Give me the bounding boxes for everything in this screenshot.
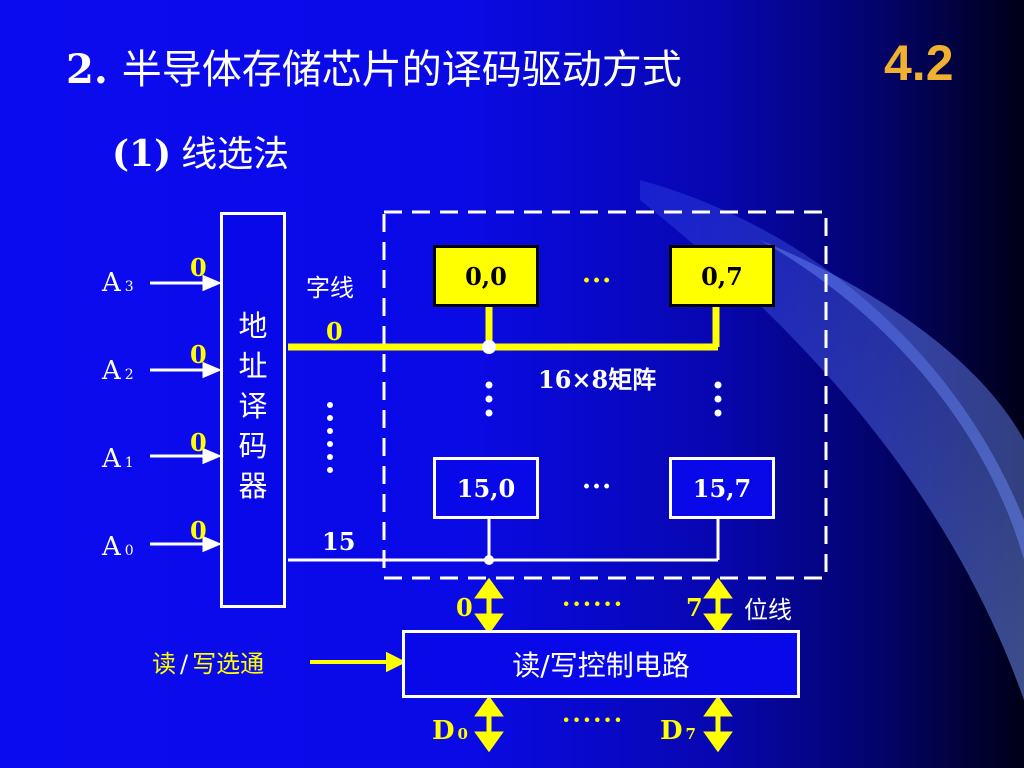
decoder-char: 地 xyxy=(238,309,268,343)
rw-control-circuit: 读/写控制电路 xyxy=(402,630,800,698)
cell-15-0: 15,0 xyxy=(433,457,539,519)
word-line-15-node xyxy=(484,555,494,565)
bit-line-label: 位线 xyxy=(744,596,792,624)
bit-line-ellipsis: ······ xyxy=(562,589,625,618)
a3-value: 0 xyxy=(190,253,207,282)
word-line-label: 字线 xyxy=(306,274,354,302)
a1-value: 0 xyxy=(190,428,207,457)
word-line-last: 15 xyxy=(322,527,356,556)
bit-line-first: 0 xyxy=(456,593,473,622)
cell-0-7: 0,7 xyxy=(669,245,775,307)
matrix-label: 16×8矩阵 xyxy=(538,365,657,394)
title-text: 半导体存储芯片的译码驱动方式 xyxy=(121,47,682,93)
word-line-node xyxy=(482,340,496,354)
title-number: 2. xyxy=(66,46,108,93)
word-line-first: 0 xyxy=(326,317,343,346)
section-number: 4.2 xyxy=(884,35,954,91)
subtitle-text: 线选法 xyxy=(181,134,290,175)
slide-subtitle: (1)线选法 xyxy=(112,136,289,173)
row-ellipsis-bottom: ··· xyxy=(582,472,613,502)
address-decoder-label: 地 址 译 码 器 xyxy=(220,306,286,506)
a2-value: 0 xyxy=(190,340,207,369)
decoder-char: 译 xyxy=(238,389,268,423)
address-decoder-box xyxy=(220,212,286,608)
slide-title: 2. 半导体存储芯片的译码驱动方式 xyxy=(66,47,682,93)
decoder-char: 器 xyxy=(238,469,268,503)
decorative-swoosh xyxy=(640,180,1024,700)
a0-value: 0 xyxy=(190,516,207,545)
cell-0-0: 0,0 xyxy=(433,245,539,307)
decoder-char: 址 xyxy=(238,349,268,383)
data-line-ellipsis: ······ xyxy=(562,705,625,734)
rw-strobe-label: 读/写选通 xyxy=(152,650,265,678)
decorative-swoosh-light xyxy=(760,240,1024,560)
cell-15-7: 15,7 xyxy=(669,457,775,519)
word-line-dots xyxy=(327,402,333,408)
bit-line-last: 7 xyxy=(686,593,703,622)
subtitle-number: (1) xyxy=(112,133,172,175)
decoder-char: 码 xyxy=(238,429,268,463)
matrix-boundary xyxy=(382,210,828,580)
row-ellipsis-top: ··· xyxy=(582,266,613,296)
